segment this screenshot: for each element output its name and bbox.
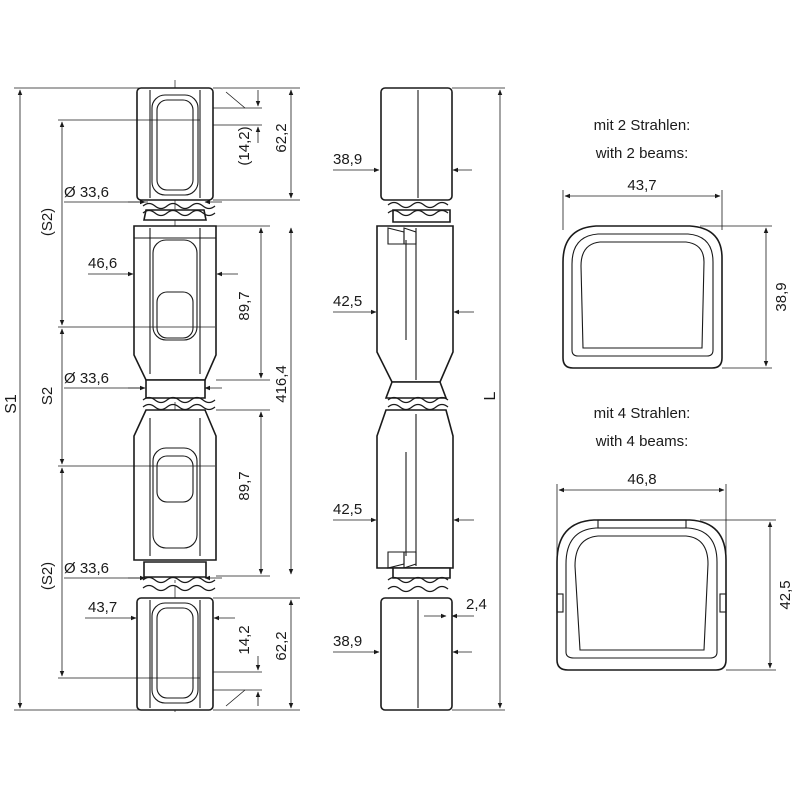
side-top-cap [380,87,453,201]
section-4-height: 42,5 [777,580,794,609]
front-view: S1 (S2) S2 (S2) Ø 33,6 46,6 Ø 33,6 Ø 33,… [3,80,300,712]
section-4-title-de: mit 4 Strahlen: [594,405,691,422]
side-dimensions [333,87,505,711]
label-s2-bottom: (S2) [39,562,56,590]
label-s2-top: (S2) [39,208,56,236]
front-left-dimensions [17,89,65,709]
label-height-62-2-top: 62,2 [273,123,290,152]
label-depth-38-9-top: 38,9 [333,151,362,168]
upper-beam-section [133,209,217,399]
label-height-89-7-a: 89,7 [236,291,253,320]
section-2-title-de: mit 2 Strahlen: [594,117,691,134]
label-dia-top: Ø 33,6 [64,184,109,201]
lower-beam-section [133,409,217,578]
side-lower-section [376,409,454,579]
bottom-end-cap [136,597,214,711]
top-end-cap [136,87,214,201]
label-height-62-2-bottom: 62,2 [273,631,290,660]
label-gap-2-4: 2,4 [466,596,487,613]
side-bottom-cap [380,597,453,711]
label-height-416-4: 416,4 [273,365,290,403]
front-right-dimensions [225,89,294,709]
section-4-beams: mit 4 Strahlen: with 4 beams: 46,8 42,5 [556,405,794,671]
label-dia-bottom: Ø 33,6 [64,560,109,577]
label-s2-mid: S2 [39,387,56,405]
front-break-lines [142,202,216,592]
side-upper-section [376,209,454,399]
label-dia-mid: Ø 33,6 [64,370,109,387]
label-depth-38-9-bottom: 38,9 [333,633,362,650]
section-2-beams: mit 2 Strahlen: with 2 beams: 43,7 38,9 [562,117,790,369]
label-height-14-2-top: (14,2) [236,126,253,165]
side-labels: 38,9 42,5 42,5 38,9 2,4 L [333,151,499,650]
label-s1: S1 [3,394,20,414]
side-view: 38,9 42,5 42,5 38,9 2,4 L [333,87,505,711]
side-break-lines [387,201,449,593]
front-horizontal-dimensions [64,199,238,621]
label-depth-42-5-b: 42,5 [333,501,362,518]
section-4-width: 46,8 [627,471,656,488]
section-2-height: 38,9 [773,282,790,311]
front-extension-lines [14,87,300,711]
label-length-L: L [482,391,499,400]
section-2-outline [562,225,723,369]
section-4-outline [556,519,727,671]
label-height-89-7-b: 89,7 [236,471,253,500]
label-width-46-6: 46,6 [88,255,117,272]
front-labels: S1 (S2) S2 (S2) Ø 33,6 46,6 Ø 33,6 Ø 33,… [3,123,290,660]
section-2-width: 43,7 [627,177,656,194]
label-depth-42-5-a: 42,5 [333,293,362,310]
section-2-title-en: with 2 beams: [595,145,689,162]
section-4-title-en: with 4 beams: [595,433,689,450]
label-height-14-2-bottom: 14,2 [236,625,253,654]
label-width-43-7: 43,7 [88,599,117,616]
